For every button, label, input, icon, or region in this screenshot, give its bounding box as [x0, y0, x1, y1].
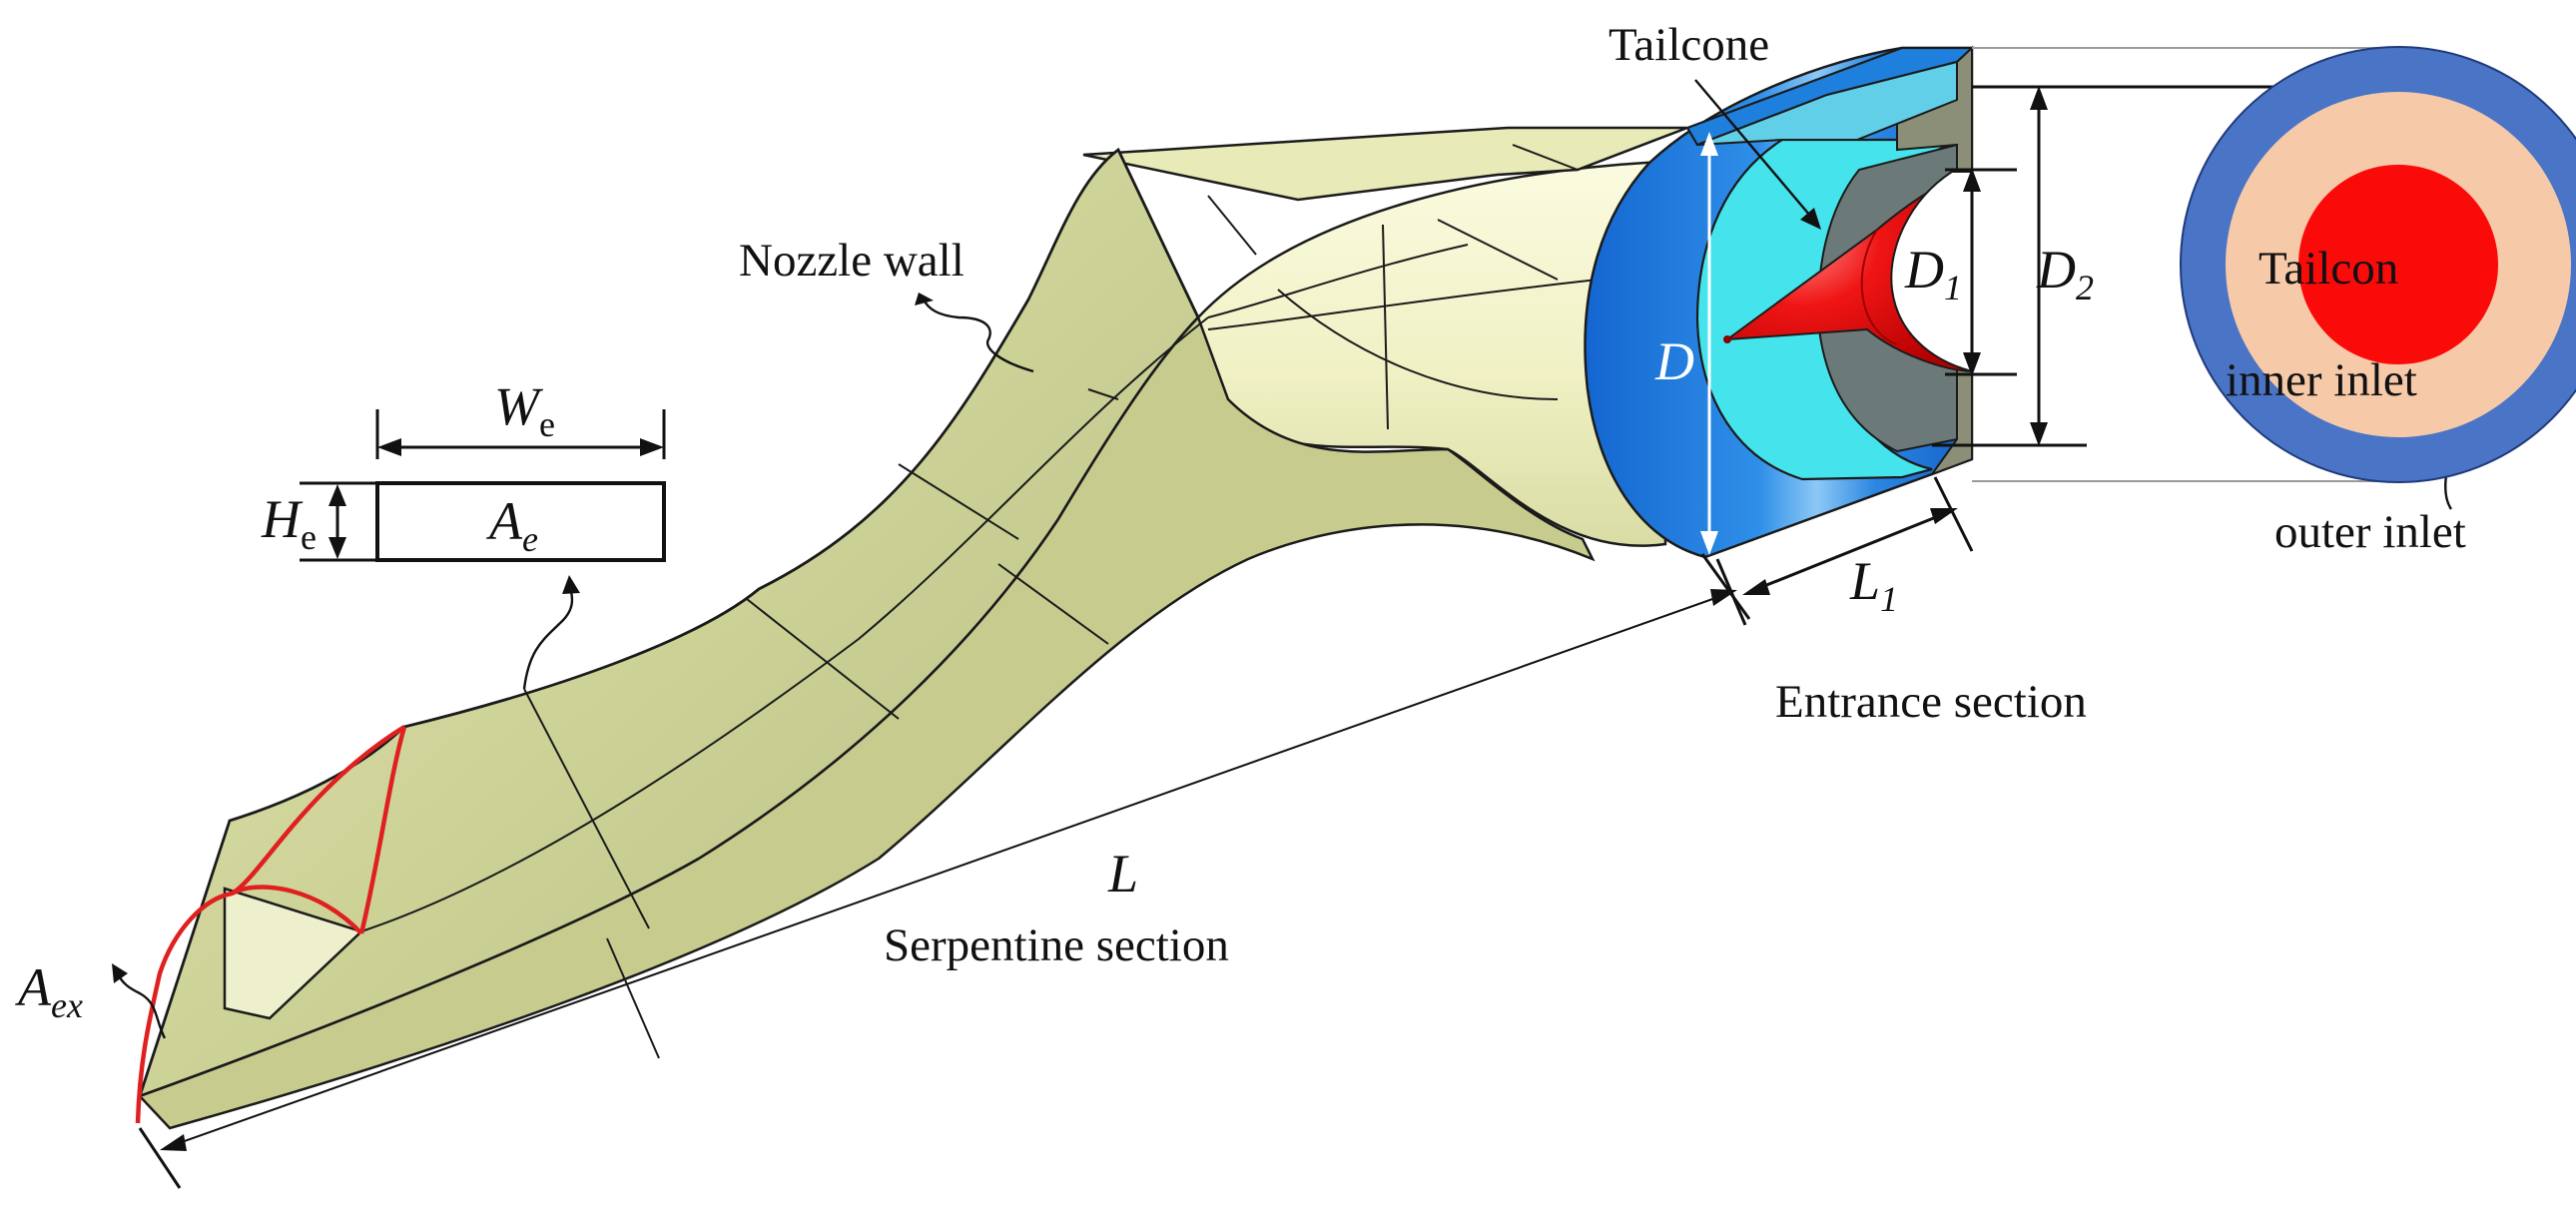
- symbol-Ae: Ae: [486, 491, 538, 559]
- label-entrance-section: Entrance section: [1775, 676, 2087, 728]
- symbol-D2: D2: [2036, 240, 2094, 307]
- dimension-L: [138, 553, 1751, 1189]
- label-outer-inlet: outer inlet: [2274, 506, 2466, 558]
- exit-edge-outline: [135, 725, 407, 1124]
- nozzle-lower-face: [137, 314, 1596, 1130]
- Ae-leader: [522, 583, 574, 690]
- nozzle-wall-leader: [922, 299, 1034, 373]
- dimension-D: [1700, 132, 1718, 555]
- symbol-He: He: [261, 489, 317, 557]
- label-tailcon-center: Tailcon: [2258, 243, 2398, 295]
- nozzle-exit-plate: [223, 887, 364, 1020]
- symbol-Aex: Aex: [15, 957, 83, 1025]
- dimension-D1: [1945, 168, 2017, 376]
- tailcone-rear-face: [1890, 171, 1973, 373]
- tailcone-leader: [1694, 79, 1816, 223]
- label-serpentine-section: Serpentine section: [884, 919, 1229, 971]
- entrance-section-body: [1584, 45, 1975, 559]
- entrance-step-ring: [1696, 60, 1958, 146]
- label-inner-inlet: inner inlet: [2226, 354, 2417, 406]
- symbol-L1: L1: [1849, 551, 1898, 619]
- label-nozzle-wall: Nozzle wall: [739, 235, 965, 287]
- nozzle-body: [137, 126, 1688, 1130]
- symbol-L: L: [1107, 844, 1138, 904]
- symbol-D: D: [1654, 331, 1694, 391]
- dimension-D2: [1932, 85, 2301, 447]
- symbol-D1: D1: [1904, 240, 1962, 307]
- Aex-leader: [116, 972, 167, 1039]
- exit-rectangle: [375, 481, 666, 562]
- symbol-We: We: [494, 376, 555, 444]
- label-tailcone: Tailcone: [1609, 19, 1769, 71]
- dimension-L1: [1715, 476, 1974, 626]
- nozzle-side-face: [1196, 160, 1667, 547]
- tailcone-disc: [2298, 165, 2498, 364]
- inlet-end-view: [2180, 46, 2576, 483]
- exit-section-inset: [300, 409, 666, 562]
